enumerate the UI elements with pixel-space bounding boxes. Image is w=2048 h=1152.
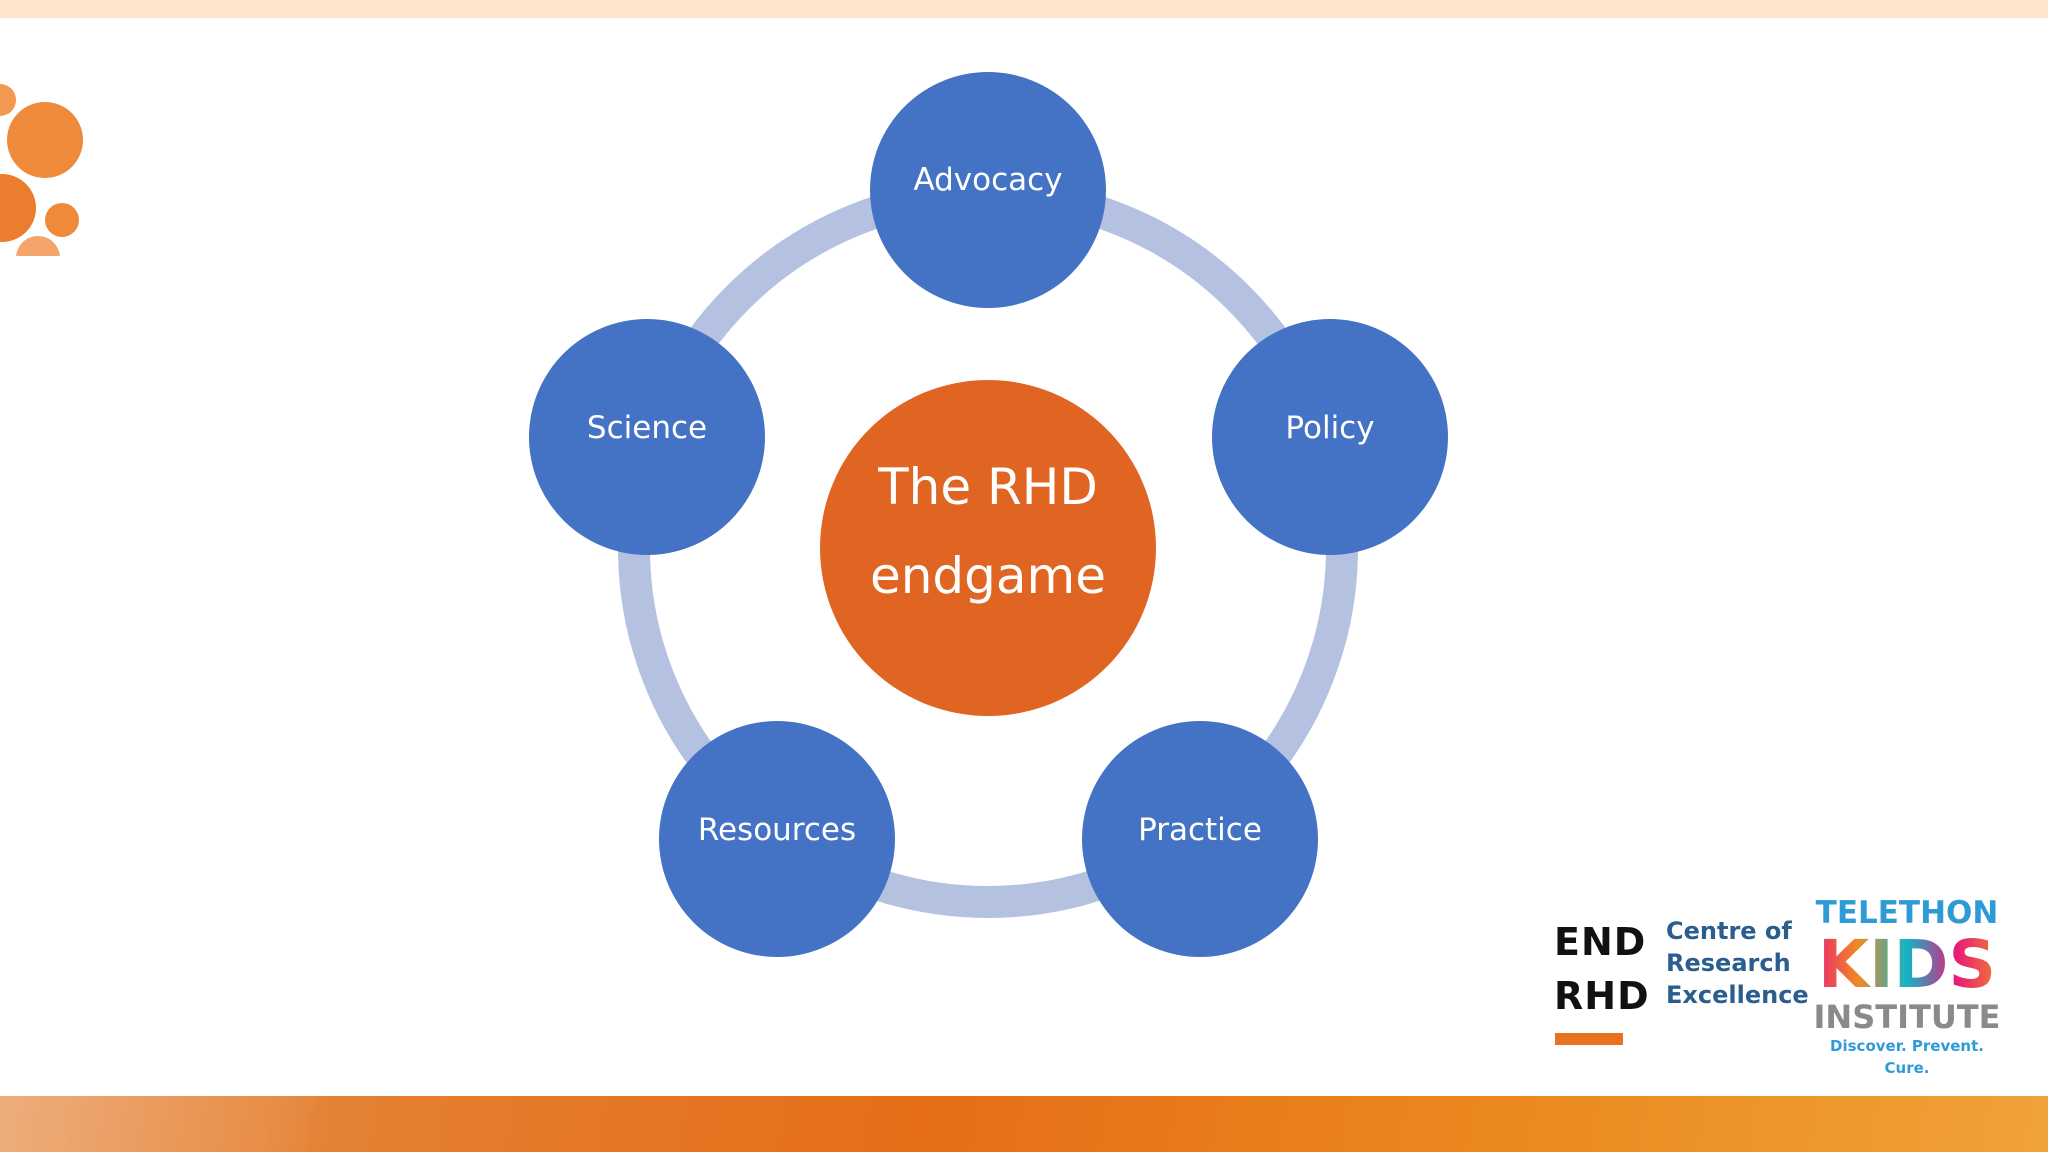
- centre-of-research-excellence-text: Centre of Research Excellence: [1666, 915, 1809, 1011]
- node-policy: Policy: [1212, 319, 1448, 555]
- node-practice: Practice: [1082, 721, 1318, 957]
- end-rhd-underline: [1555, 1033, 1623, 1045]
- end-rhd-line2: RHD: [1554, 974, 1650, 1018]
- telethon-wordmark: TELETHON: [1815, 895, 1999, 931]
- kids-wordmark: KIDS: [1809, 931, 2005, 999]
- node-resources: Resources: [659, 721, 895, 957]
- centre-line2: Research: [1666, 949, 1791, 977]
- tagline: Discover. Prevent. Cure.: [1830, 1037, 1984, 1077]
- end-rhd-logo: END RHD: [1554, 915, 1650, 1023]
- node-advocacy: Advocacy: [870, 72, 1106, 308]
- end-rhd-line1: END: [1554, 920, 1647, 964]
- node-label-science: Science: [587, 410, 707, 446]
- partner-logos: END RHD Centre of Research Excellence TE…: [1545, 895, 2005, 1077]
- node-label-advocacy: Advocacy: [913, 162, 1062, 198]
- centre-line3: Excellence: [1666, 981, 1809, 1009]
- node-science: Science: [529, 319, 765, 555]
- center-node: The RHD endgame: [820, 380, 1156, 716]
- bottom-accent-band: [0, 1096, 2048, 1152]
- top-accent-band: [0, 0, 2048, 18]
- center-label-line2: endgame: [870, 547, 1106, 605]
- institute-wordmark: INSTITUTE: [1813, 998, 2001, 1036]
- node-label-resources: Resources: [698, 812, 856, 848]
- bottom-band-sheen: [0, 1096, 2048, 1152]
- brand-graphic: [0, 84, 90, 316]
- node-label-practice: Practice: [1138, 812, 1262, 848]
- center-label-line1: The RHD: [877, 458, 1098, 516]
- telethon-kids-institute-logo: TELETHON KIDS INSTITUTE Discover. Preven…: [1809, 895, 2005, 1079]
- centre-line1: Centre of: [1666, 917, 1792, 945]
- node-label-policy: Policy: [1285, 410, 1374, 446]
